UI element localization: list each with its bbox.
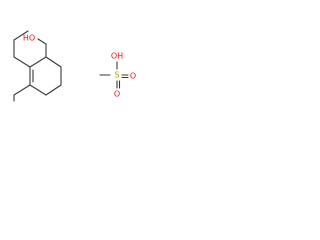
bond <box>13 30 29 41</box>
oxo-oxygen-label: O <box>130 72 136 81</box>
oxo-oxygen-label: O <box>114 90 120 99</box>
bond <box>13 56 31 68</box>
bicyclic-alcohol-molecule: HO <box>13 30 62 102</box>
bond <box>45 56 62 68</box>
sulfonic-hydroxyl-label: OH <box>111 52 123 61</box>
bond <box>37 38 47 45</box>
sulfur-label: S <box>114 71 119 80</box>
bond <box>29 56 47 68</box>
bond <box>29 84 47 96</box>
hydroxyl-label: HO <box>23 34 35 43</box>
chemical-structure-diagram: HO OH S O O <box>13 30 136 102</box>
bond <box>13 84 31 96</box>
bond <box>45 84 62 96</box>
methanesulfonic-acid-molecule: OH S O O <box>99 52 136 99</box>
